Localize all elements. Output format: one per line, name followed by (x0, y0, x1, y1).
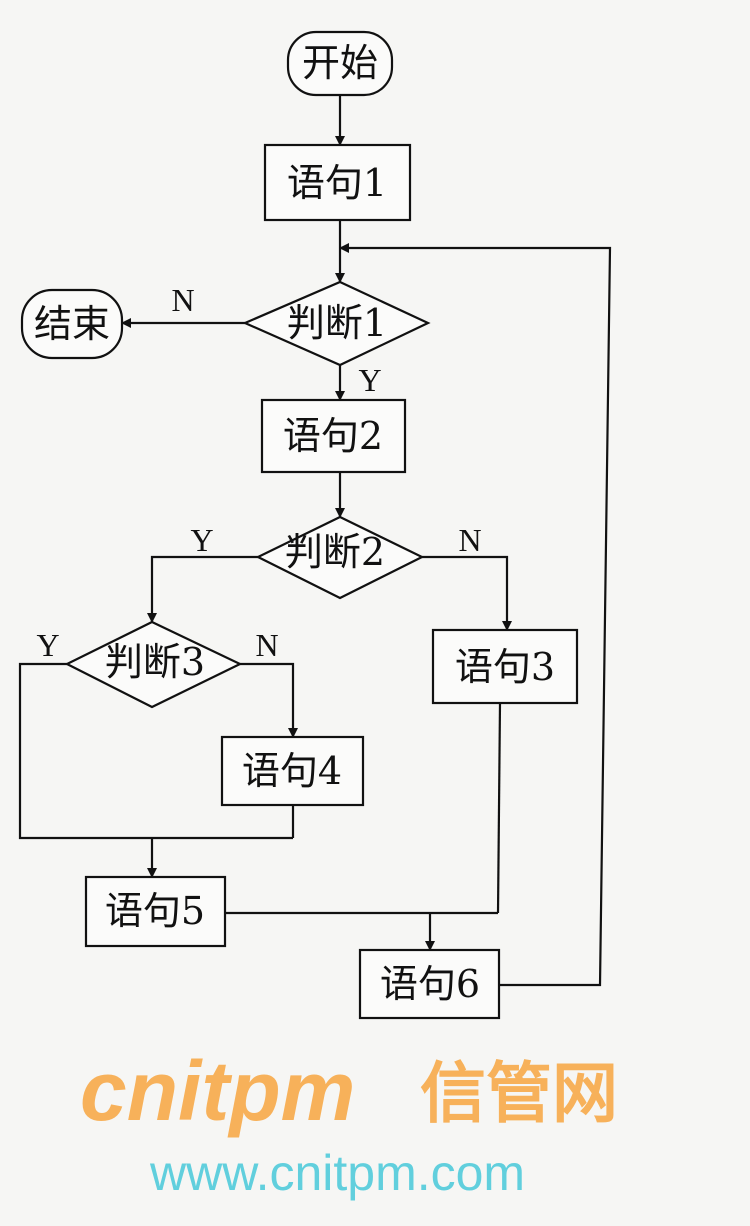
arrow-cond2-no-to-stmt3 (422, 555, 512, 631)
stmt1-label: 语句1 (287, 161, 387, 205)
stmt6-label: 语句6 (380, 962, 480, 1006)
cond3-label: 判断3 (105, 640, 205, 684)
watermark-brand-cn: 信管网 (420, 1055, 618, 1132)
node-cond3: 判断3 (64, 620, 243, 709)
node-stmt5: 语句5 (84, 875, 227, 948)
stmt2-label: 语句2 (283, 414, 383, 458)
start-label: 开始 (302, 41, 378, 85)
node-cond2: 判断2 (255, 515, 425, 600)
cond2-label: 判断2 (285, 530, 385, 574)
cond3-no-label: N (255, 627, 278, 663)
stmt5-label: 语句5 (105, 889, 205, 933)
line-stmt3-merge (496, 702, 502, 914)
node-stmt6: 语句6 (358, 948, 501, 1020)
node-start: 开始 (286, 30, 394, 97)
watermark-url: www.cnitpm.com (149, 1145, 525, 1201)
stmt4-label: 语句4 (242, 749, 342, 793)
node-stmt1: 语句1 (263, 143, 412, 222)
stmt3-label: 语句3 (455, 645, 555, 689)
cond3-yes-label: Y (36, 627, 59, 663)
node-end: 结束 (20, 288, 124, 360)
arrow-cond3-no-to-stmt4 (240, 662, 298, 738)
node-stmt4: 语句4 (220, 735, 365, 807)
watermark: cnitpm 信管网 www.cnitpm.com (80, 1044, 618, 1201)
cond1-yes-label: Y (358, 362, 381, 398)
end-label: 结束 (34, 302, 110, 346)
cond2-no-label: N (458, 522, 481, 558)
node-stmt2: 语句2 (260, 398, 407, 474)
watermark-brand: cnitpm (80, 1044, 355, 1138)
node-cond1: 判断1 (242, 280, 431, 367)
cond2-yes-label: Y (190, 522, 213, 558)
cond1-no-label: N (171, 282, 194, 318)
node-stmt3: 语句3 (431, 628, 579, 705)
cond1-label: 判断1 (287, 301, 387, 345)
connectors (18, 95, 612, 987)
path-cond3-yes (18, 662, 293, 840)
arrow-cond2-yes-to-cond3 (147, 555, 258, 623)
loop-back-arrow (339, 243, 612, 987)
